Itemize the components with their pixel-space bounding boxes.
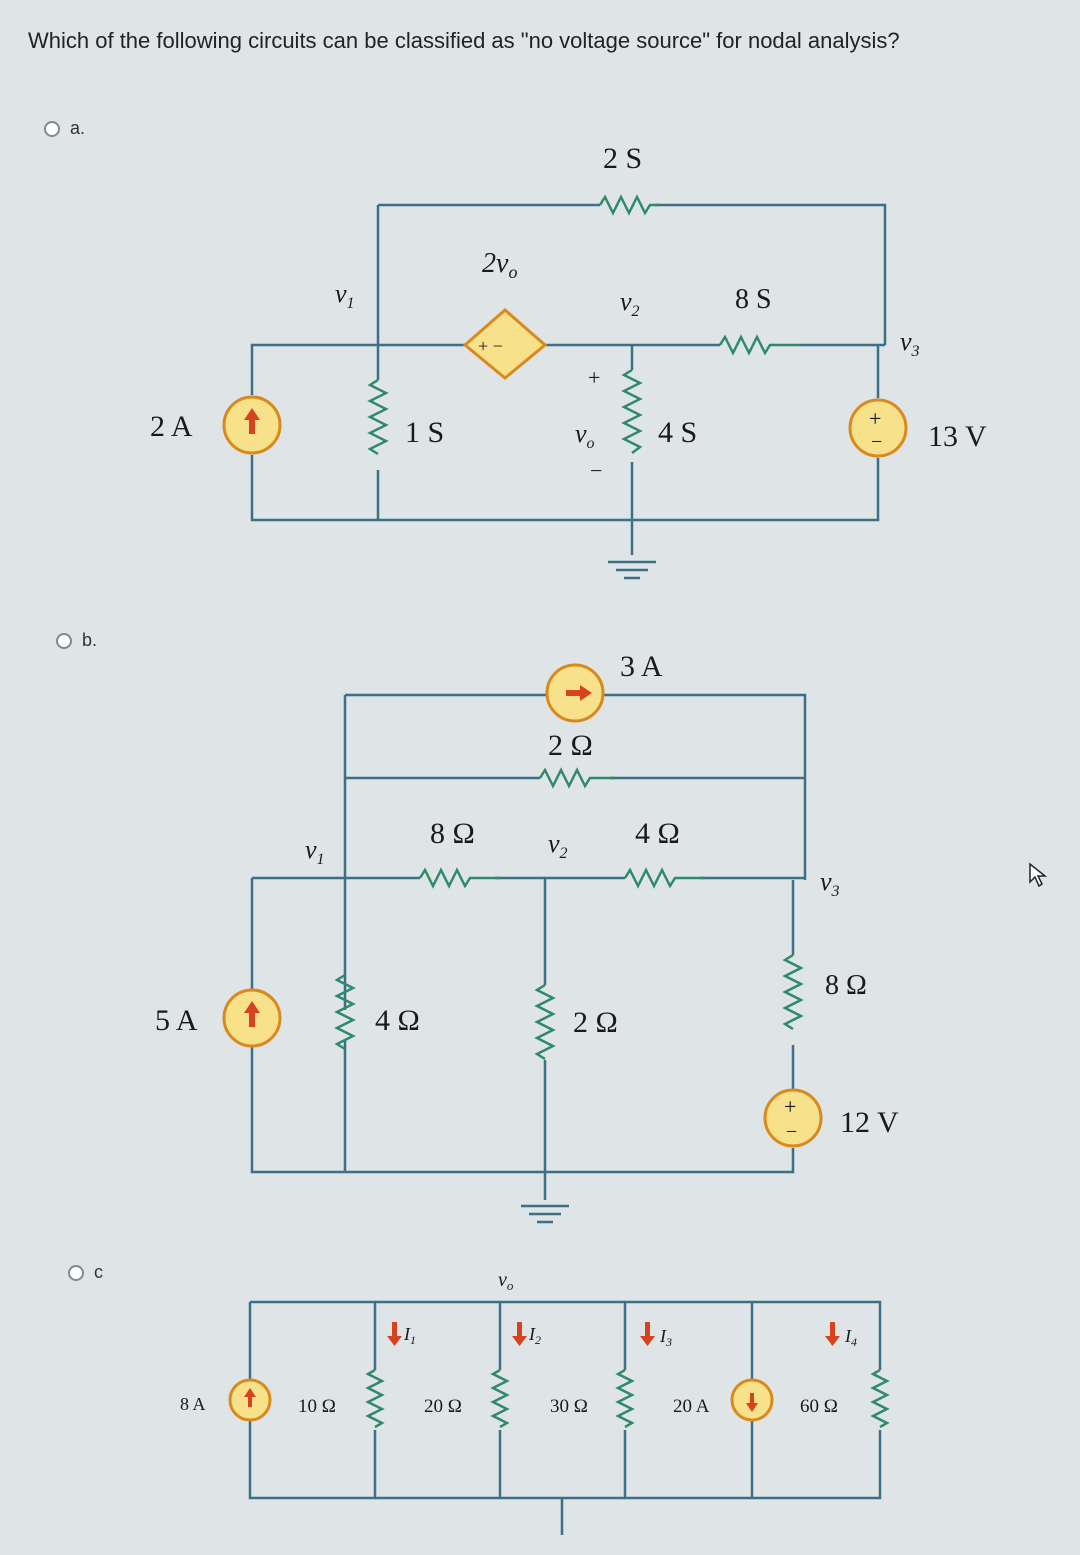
label-4ohm-top: 4 Ω [635,817,680,850]
label-v3-b: v3 [820,867,840,900]
label-8s: 8 S [735,284,772,315]
voltage-source-icon-b [763,1088,823,1148]
label-i1: I1 [403,1324,416,1347]
label-8ohm-top: 8 Ω [430,817,475,850]
label-2ohm-mid: 2 Ω [573,1006,618,1039]
label-4ohm-left: 4 Ω [375,1004,420,1037]
label-5a: 5 A [155,1004,198,1037]
option-b-label: b. [82,630,98,650]
option-a-radio[interactable] [44,120,60,137]
dependent-voltage-source-icon [462,308,548,380]
option-b-radio[interactable] [56,632,72,649]
svg-text:+: + [869,406,881,431]
label-i2: I2 [528,1324,541,1347]
mouse-cursor-icon [1029,862,1048,888]
svg-text:+ −: + − [478,336,503,356]
label-vo-a: vo [575,419,595,452]
label-10ohm: 10 Ω [298,1396,336,1417]
label-3a: 3 A [620,650,663,683]
svg-text:−: − [786,1121,797,1143]
label-dep-source: 2vo [482,248,517,282]
option-c[interactable]: c [68,1262,103,1283]
label-vo-c: vo [498,1269,514,1293]
label-13v: 13 V [928,420,987,453]
question-text: Which of the following circuits can be c… [28,28,900,53]
label-v1-b: v1 [305,835,325,868]
label-i4: I4 [844,1326,857,1349]
label-2ohm-top: 2 Ω [548,729,593,762]
option-c-label: c [94,1262,103,1282]
option-a[interactable]: a. [44,118,85,139]
option-c-radio[interactable] [68,1264,84,1281]
label-v2-a: v2 [620,287,640,320]
label-v2-b: v2 [548,829,568,862]
label-v3-a: v3 [900,327,920,360]
label-plus-a: + [588,365,600,390]
label-30ohm: 30 Ω [550,1396,588,1417]
circuit-a-diagram: + − 2 S 2vo v1 v2 8 S v3 2 A 1 S + vo − … [150,142,987,580]
label-20a: 20 A [673,1396,710,1417]
circuit-b-diagram: + − 3 A 2 Ω v1 8 Ω v2 4 Ω v3 8 Ω 5 A 4 Ω… [155,650,899,1224]
label-i3: I3 [659,1326,672,1349]
label-12v: 12 V [840,1106,899,1139]
label-20ohm: 20 Ω [424,1396,462,1417]
label-1s: 1 S [405,416,444,449]
label-2s: 2 S [603,142,642,175]
label-8a: 8 A [180,1394,206,1414]
label-minus-a: − [590,458,602,483]
option-b[interactable]: b. [56,630,97,651]
option-a-label: a. [70,118,86,138]
label-4s: 4 S [658,416,697,449]
label-60ohm: 60 Ω [800,1396,838,1417]
voltage-source-icon-a [848,398,908,458]
label-2a: 2 A [150,410,193,443]
svg-text:−: − [871,431,882,453]
circuit-c-diagram: vo I1 I2 I3 I4 8 A 10 Ω 20 Ω 30 Ω 20 A 6… [180,1269,890,1535]
label-v1-a: v1 [335,279,355,312]
svg-text:+: + [784,1094,796,1119]
label-8ohm-right: 8 Ω [825,970,867,1001]
